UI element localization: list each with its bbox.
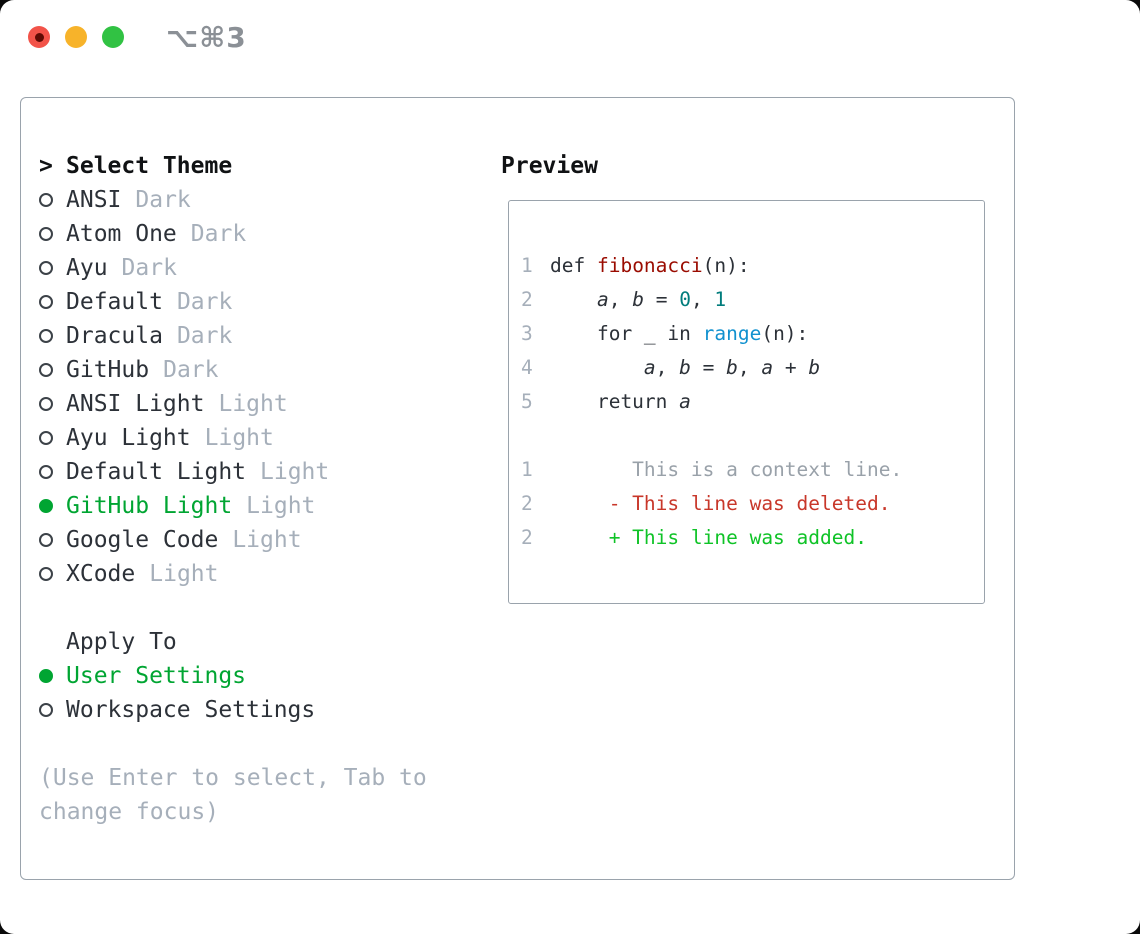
- code-line: 3 for _ in range(n):: [521, 317, 984, 351]
- line-number: 2: [521, 288, 533, 311]
- theme-option[interactable]: Atom One Dark: [39, 217, 329, 251]
- theme-variant-tag: Light: [149, 561, 219, 587]
- theme-option-label: XCode: [66, 561, 136, 587]
- radio-icon: [39, 567, 53, 581]
- theme-option[interactable]: Default Dark: [39, 285, 329, 319]
- theme-option[interactable]: XCode Light: [39, 557, 329, 591]
- radio-icon: [39, 397, 53, 411]
- apply-to-header-label: Apply To: [66, 629, 177, 655]
- radio-icon: [39, 295, 53, 309]
- theme-option-label: ANSI Light: [66, 391, 205, 417]
- apply-option[interactable]: Workspace Settings: [39, 693, 315, 727]
- diff-line-text: This is a context line.: [550, 458, 903, 481]
- theme-option-label: Default Light: [66, 459, 247, 485]
- radio-icon: [39, 329, 53, 343]
- apply-option-label: Workspace Settings: [66, 697, 316, 723]
- radio-icon: [39, 703, 53, 717]
- radio-icon: [39, 193, 53, 207]
- theme-option-label: GitHub: [66, 357, 150, 383]
- radio-icon: [39, 227, 53, 241]
- select-theme-header-label: Select Theme: [66, 153, 233, 179]
- diff-line-text: - This line was deleted.: [550, 492, 891, 515]
- apply-to-header: Apply To: [39, 625, 177, 659]
- radio-icon: [39, 261, 53, 275]
- code-line: 4 a, b = b, a + b: [521, 351, 984, 385]
- theme-variant-tag: Dark: [190, 221, 247, 247]
- radio-icon: [39, 465, 53, 479]
- theme-option[interactable]: Google Code Light: [39, 523, 329, 557]
- apply-option-label: User Settings: [66, 663, 247, 689]
- zoom-button[interactable]: [102, 26, 124, 48]
- line-number: 1: [521, 458, 533, 481]
- theme-variant-tag: Light: [232, 527, 302, 553]
- radio-selected-icon: [39, 669, 53, 683]
- theme-variant-tag: Dark: [135, 187, 191, 213]
- window-title: ⌥⌘3: [166, 21, 247, 54]
- code-line: 5 return a: [521, 385, 984, 419]
- theme-option[interactable]: Dracula Dark: [39, 319, 329, 353]
- help-text-line: (Use Enter to select, Tab to: [39, 765, 427, 791]
- select-theme-header: > Select Theme: [39, 149, 232, 183]
- theme-variant-tag: Dark: [163, 357, 219, 383]
- diff-line: 1 This is a context line.: [521, 453, 984, 487]
- theme-variant-tag: Light: [218, 391, 288, 417]
- radio-selected-icon: [39, 499, 53, 513]
- theme-option[interactable]: GitHub Light Light: [39, 489, 329, 523]
- theme-option-label: Ayu: [66, 255, 108, 281]
- theme-variant-tag: Light: [246, 493, 316, 519]
- theme-option-label: Dracula: [66, 323, 163, 349]
- unsaved-dot-icon: [34, 32, 44, 42]
- minimize-button[interactable]: [65, 26, 87, 48]
- diff-line-text: + This line was added.: [550, 526, 867, 549]
- line-number: 3: [521, 322, 533, 345]
- diff-line: 2 - This line was deleted.: [521, 487, 984, 521]
- theme-option[interactable]: GitHub Dark: [39, 353, 329, 387]
- help-text: (Use Enter to select, Tab to change focus…: [39, 761, 427, 829]
- help-text-line: change focus): [39, 799, 220, 825]
- preview-header: Preview: [501, 149, 598, 183]
- theme-option-label: Ayu Light: [66, 425, 191, 451]
- theme-variant-tag: Light: [204, 425, 274, 451]
- line-number: 4: [521, 356, 533, 379]
- focus-caret-icon: >: [39, 153, 53, 179]
- diff-line: 2 + This line was added.: [521, 521, 984, 555]
- theme-variant-tag: Light: [260, 459, 330, 485]
- theme-option-label: GitHub Light: [66, 493, 233, 519]
- theme-option-label: ANSI: [66, 187, 122, 213]
- radio-icon: [39, 533, 53, 547]
- theme-option[interactable]: ANSI Dark: [39, 183, 329, 217]
- radio-icon: [39, 363, 53, 377]
- theme-option-label: Atom One: [66, 221, 177, 247]
- apply-option[interactable]: User Settings: [39, 659, 315, 693]
- theme-option[interactable]: Ayu Light Light: [39, 421, 329, 455]
- radio-icon: [39, 431, 53, 445]
- theme-option[interactable]: Ayu Dark: [39, 251, 329, 285]
- code-line: 2 a, b = 0, 1: [521, 283, 984, 317]
- close-button[interactable]: [28, 26, 50, 48]
- theme-variant-tag: Dark: [176, 289, 233, 315]
- theme-option-label: Google Code: [66, 527, 219, 553]
- line-number: 5: [521, 390, 533, 413]
- line-number: 1: [521, 254, 533, 277]
- theme-variant-tag: Dark: [121, 255, 177, 281]
- preview-header-label: Preview: [501, 153, 598, 179]
- theme-option[interactable]: Default Light Light: [39, 455, 329, 489]
- theme-option[interactable]: ANSI Light Light: [39, 387, 329, 421]
- theme-variant-tag: Dark: [176, 323, 233, 349]
- line-number: 2: [521, 492, 533, 515]
- theme-option-label: Default: [66, 289, 163, 315]
- line-number: 2: [521, 526, 533, 549]
